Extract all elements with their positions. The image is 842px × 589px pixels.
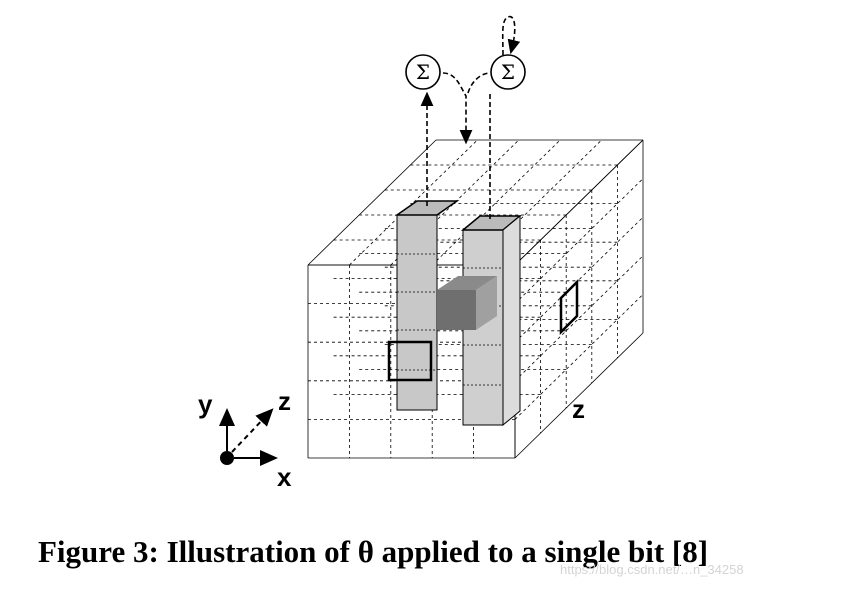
axis-indicator: [219, 408, 278, 466]
cube-side-z-label: z: [572, 394, 585, 424]
figure-caption: Figure 3: Illustration of θ applied to a…: [38, 534, 709, 569]
theta-illustration-diagram: Σ Σ y z x z: [198, 15, 644, 492]
lattice-line: [514, 139, 644, 266]
outlined-bit-left: [387, 340, 433, 382]
x-axis-label: x: [277, 462, 292, 492]
lattice-line: [514, 178, 644, 304]
sigma-symbol-right: Σ: [501, 60, 515, 84]
sum-node-left: Σ: [405, 54, 441, 90]
outlined-bit-side: [559, 278, 579, 336]
z-axis-label: z: [278, 386, 291, 416]
lattice-line: [514, 255, 644, 382]
lattice-line: [307, 139, 437, 266]
watermark-url: https://blog.csdn.net/…n_34258: [560, 562, 744, 577]
sum-arrows: [420, 15, 521, 219]
sum-node-right: Σ: [490, 54, 526, 90]
lattice-line: [514, 216, 644, 343]
sigma-symbol-left: Σ: [416, 60, 430, 84]
y-axis-label: y: [198, 389, 213, 419]
lattice-line: [514, 332, 644, 459]
target-bit-cube: [437, 276, 497, 330]
